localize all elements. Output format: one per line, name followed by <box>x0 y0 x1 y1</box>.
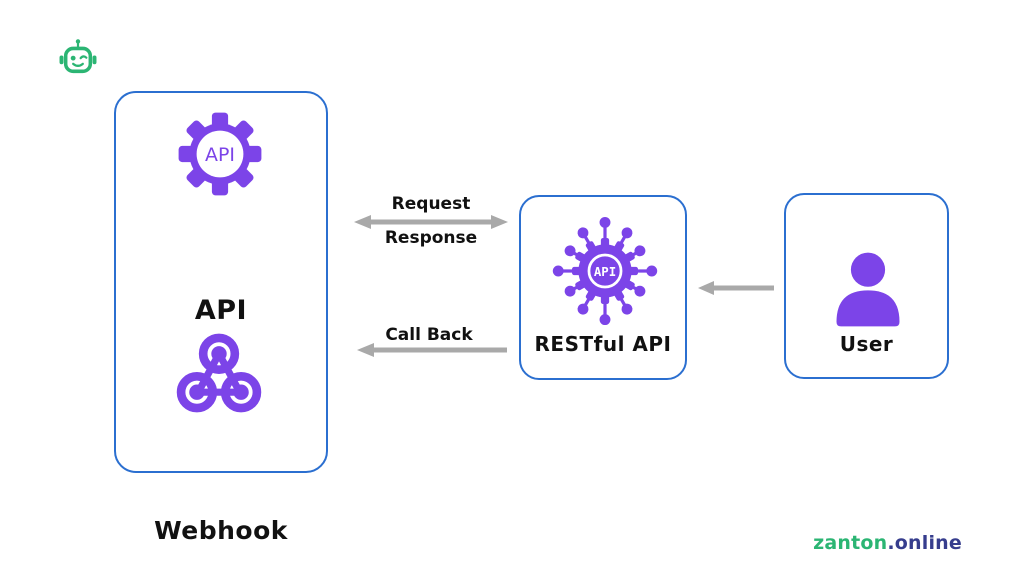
api-gear-icon-text: API <box>205 144 235 166</box>
api-node-label: API <box>194 295 248 326</box>
user-to-api-arrow-icon <box>697 280 775 296</box>
site-name: zanton <box>813 532 888 554</box>
user-box: User <box>784 193 949 379</box>
request-edge-label: Request <box>391 194 471 214</box>
site-watermark: zanton.online <box>813 532 962 554</box>
site-tld: .online <box>887 532 962 554</box>
callback-edge-label: Call Back <box>385 325 473 345</box>
request-response-arrow-icon <box>353 214 509 230</box>
webhook-icon <box>171 325 267 421</box>
user-node-label: User <box>839 332 894 356</box>
user-icon <box>823 242 913 337</box>
api-gear-icon: API <box>175 109 265 199</box>
rest-api-box: API RESTful API <box>519 195 687 380</box>
provider-box: API API W <box>114 91 328 545</box>
rest-api-node-label: RESTful API <box>534 332 672 356</box>
webhook-node-label: Webhook <box>154 516 288 545</box>
callback-arrow-icon <box>356 342 508 358</box>
robot-icon <box>56 34 100 84</box>
rest-api-icon-text: API <box>594 265 616 279</box>
rest-api-circuit-icon: API <box>550 216 660 326</box>
response-edge-label: Response <box>384 228 478 248</box>
